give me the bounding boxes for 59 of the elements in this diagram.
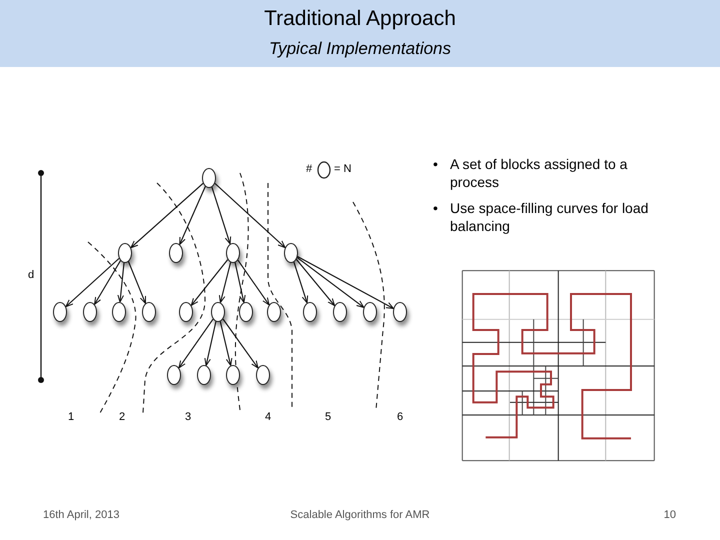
- tree-node: [363, 302, 377, 322]
- tree-node: [303, 302, 317, 322]
- partition-number: 4: [264, 410, 272, 424]
- tree-node: [142, 302, 156, 322]
- arrow: [117, 262, 125, 303]
- arrow: [214, 183, 286, 248]
- tree-node: [226, 243, 240, 263]
- tree-node: [179, 302, 193, 322]
- footer-text: Scalable Algorithms for AMR: [289, 508, 431, 522]
- tree-node: [83, 302, 97, 322]
- tree-node: [256, 365, 270, 385]
- tree-node: [239, 302, 253, 322]
- tree-node: [202, 168, 216, 188]
- arrow: [128, 261, 146, 304]
- tree-node: [333, 302, 347, 322]
- arrow: [218, 262, 232, 304]
- arrow: [130, 182, 204, 248]
- arrow: [178, 318, 214, 368]
- tree-node: [393, 302, 407, 322]
- slide-subtitle: Typical Implementations: [268, 38, 452, 60]
- arrow: [94, 260, 121, 305]
- arrow: [204, 321, 216, 366]
- partition-number: 3: [184, 410, 192, 424]
- legend-text: #: [306, 162, 314, 176]
- dimension-label: d: [28, 268, 36, 282]
- footer-date: 16th April, 2013: [43, 508, 120, 522]
- bullet-text: Use space-filling curves for load balancing: [450, 199, 650, 236]
- arrow: [211, 186, 232, 244]
- tree-node: [284, 243, 298, 263]
- tree-node: [211, 302, 225, 322]
- arrow: [222, 318, 258, 368]
- tree-node: [267, 302, 281, 322]
- bullet-marker: •: [433, 199, 439, 218]
- arrow: [220, 321, 232, 366]
- page-number: 10: [662, 508, 676, 522]
- tree-node: [169, 243, 183, 263]
- tree-node: [197, 365, 211, 385]
- arrow: [190, 259, 228, 306]
- partition-number: 5: [324, 410, 332, 424]
- tree-node: [53, 302, 67, 322]
- bullet-text: A set of blocks assigned to a process: [450, 155, 628, 192]
- tree-node: [226, 365, 240, 385]
- tree-node: [118, 243, 132, 263]
- bullet-marker: •: [433, 155, 439, 174]
- partition-number: 1: [66, 410, 76, 424]
- arrow: [293, 262, 308, 304]
- legend-text: = N: [334, 162, 352, 176]
- tree-node: [167, 365, 181, 385]
- partition-number: 6: [396, 410, 404, 424]
- arrow: [65, 258, 120, 308]
- tree-node: [112, 302, 126, 322]
- slide-title: Traditional Approach: [263, 7, 457, 31]
- arrow: [297, 256, 394, 309]
- partition-number: 2: [118, 410, 126, 424]
- arrow: [296, 257, 364, 308]
- arrow: [237, 260, 270, 306]
- arrow: [179, 186, 206, 245]
- arrow: [234, 262, 246, 303]
- arrow: [296, 259, 336, 306]
